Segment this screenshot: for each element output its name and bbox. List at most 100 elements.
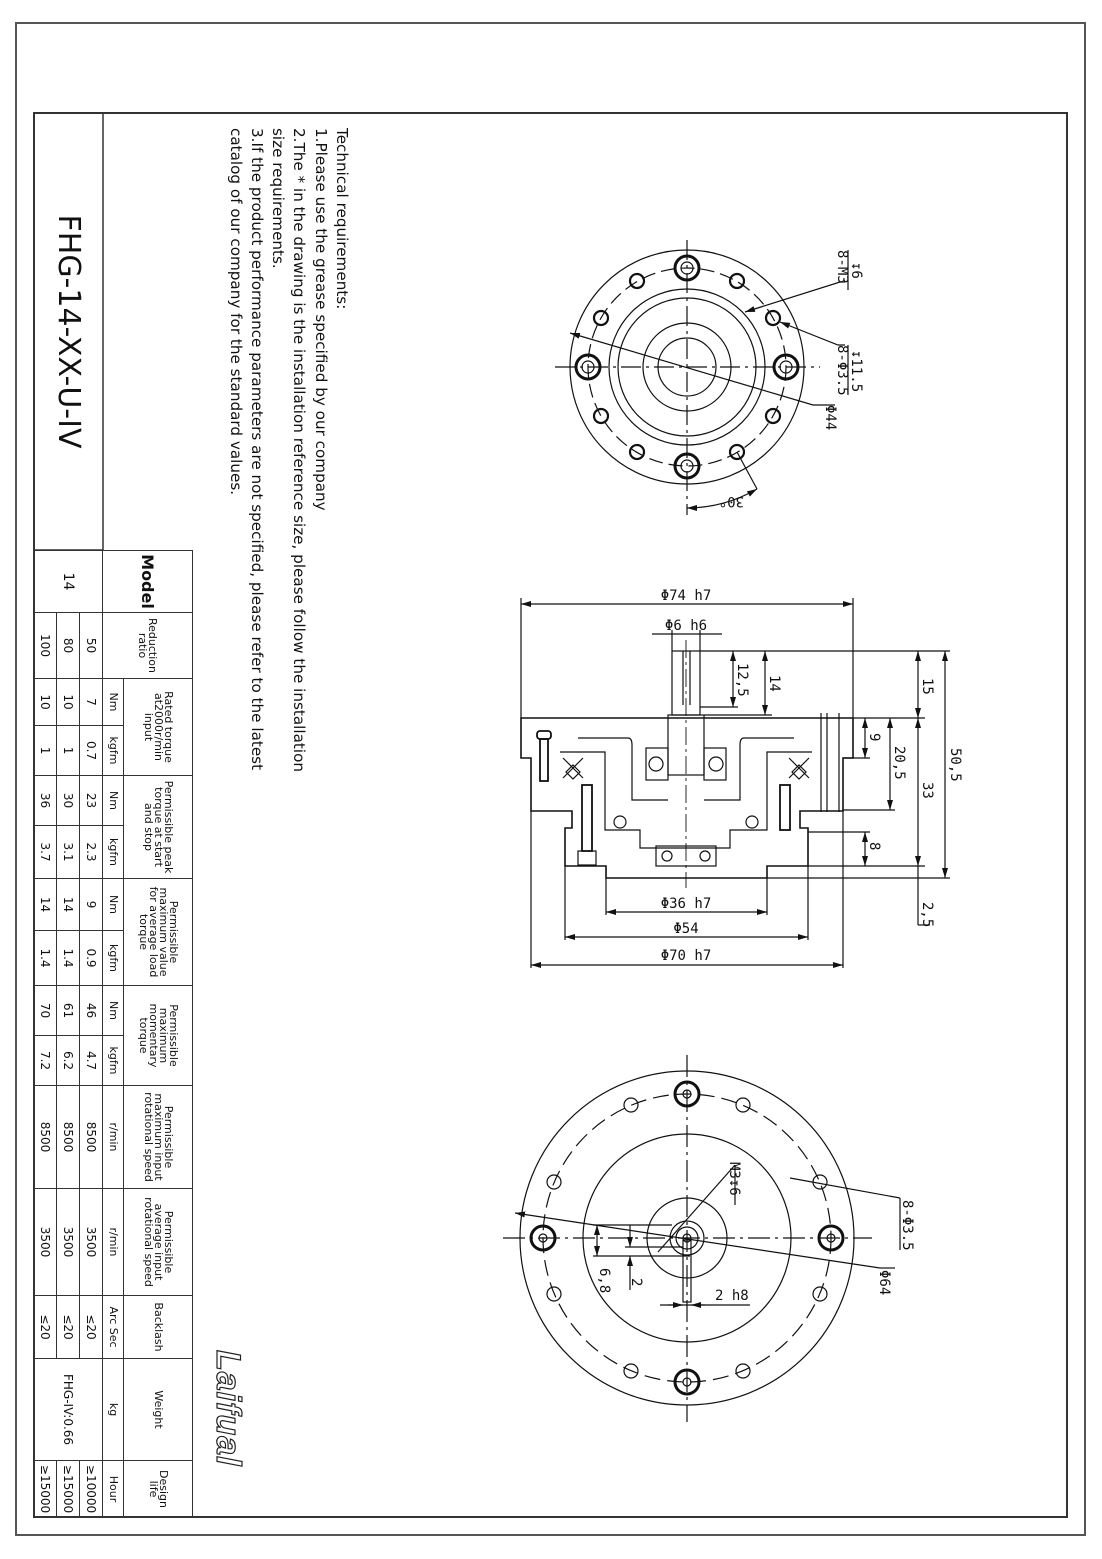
cell-backlash: ≤20: [79, 1295, 103, 1359]
label-depth-6: ↧6: [848, 262, 864, 279]
unit: kgfm: [102, 825, 124, 879]
spec-table: Model Reduction ratio Rated torque at200…: [33, 550, 193, 1518]
bottom-small-holes: [546, 1097, 828, 1379]
cell-peak-kgfm: 3.1: [56, 825, 80, 879]
cell-avg-nm: 14: [56, 878, 80, 931]
header-ratio: Reduction ratio: [102, 612, 193, 679]
cell-mom-nm: 70: [33, 985, 57, 1036]
tech-line: catalog of our company for the standard …: [226, 128, 245, 496]
section-view: [520, 598, 950, 968]
title-block: FHG-14-XX-U-IV: [34, 113, 103, 550]
cell-ratio: 80: [56, 612, 80, 679]
cell-rated-kgfm: 0.7: [79, 725, 103, 776]
section-view-labels: Φ74 h7 Φ6 h6 12,5 14 15 50,5 9 20,5 33 8…: [661, 588, 963, 964]
dim-14: 14: [766, 675, 782, 692]
bottom-view: [503, 1055, 901, 1422]
cell-life: ≥10000: [79, 1460, 103, 1518]
unit: Arc Sec: [102, 1295, 124, 1359]
label-8-d3-5-bottom: 8-Φ3.5: [899, 1200, 915, 1251]
cell-avg-nm: 14: [33, 878, 57, 931]
cell-rated-nm: 7: [79, 678, 103, 726]
unit: r/min: [102, 1188, 124, 1296]
header-weight: Weight: [123, 1358, 193, 1461]
cell-avg-kgfm: 0.9: [79, 930, 103, 986]
label-m3-depth-6: M3↧6: [726, 1162, 742, 1196]
top-small-holes: [592, 272, 782, 461]
dim-d36: Φ36 h7: [661, 896, 712, 912]
drawing-number: FHG-14-XX-U-IV: [51, 214, 86, 449]
unit: Nm: [102, 985, 124, 1036]
unit: r/min: [102, 1085, 124, 1189]
company-logo: Laifual: [208, 1349, 247, 1467]
tech-line: 2.The * in the drawing is the installati…: [290, 128, 309, 773]
cell-peak-nm: 36: [33, 775, 57, 826]
dim-d54: Φ54: [673, 921, 698, 937]
dim-d70: Φ70 h7: [661, 948, 712, 964]
unit: kgfm: [102, 1035, 124, 1086]
cell-peak-nm: 23: [79, 775, 103, 826]
cell-mom-kgfm: 6.2: [56, 1035, 80, 1086]
bottom-bolt-holes: [529, 1080, 845, 1396]
bottom-view-labels: M3↧6 8-Φ3.5 Φ64 6,8 2 2 h8: [596, 1162, 915, 1304]
dim-d74: Φ74 h7: [661, 588, 712, 604]
unit: Nm: [102, 775, 124, 826]
header-avg-load: Permissible maximum value for average lo…: [123, 878, 193, 986]
label-pcd-44: Φ44: [822, 405, 838, 430]
dim-2: 2: [628, 1278, 644, 1286]
cell-max-speed: 8500: [56, 1085, 80, 1189]
cell-avg-kgfm: 1.4: [56, 930, 80, 986]
header-peak: Permissible peak torque at start and sto…: [123, 775, 193, 879]
header-model: Model: [102, 550, 193, 613]
unit: Nm: [102, 878, 124, 931]
header-max-speed: Permissible maximum input rotational spe…: [123, 1085, 193, 1189]
cell-rated-nm: 10: [33, 678, 57, 726]
dim-d6: Φ6 h6: [665, 618, 707, 634]
cell-avg-nm: 9: [79, 878, 103, 931]
cell-peak-kgfm: 3.7: [33, 825, 57, 879]
cell-life: ≥15000: [33, 1460, 57, 1518]
header-backlash: Backlash: [123, 1295, 193, 1359]
cell-peak-nm: 30: [56, 775, 80, 826]
cell-rated-nm: 10: [56, 678, 80, 726]
dim-2-5: 2,5: [919, 902, 935, 927]
cell-rated-kgfm: 1: [56, 725, 80, 776]
cell-max-speed: 8500: [33, 1085, 57, 1189]
sheet-frame: [15, 22, 1086, 1536]
cell-peak-kgfm: 2.3: [79, 825, 103, 879]
cell-avg-speed: 3500: [79, 1188, 103, 1296]
cell-mom-nm: 61: [56, 985, 80, 1036]
cell-mom-nm: 46: [79, 985, 103, 1036]
label-depth-11-5: ↧11.5: [848, 350, 864, 392]
label-8-d3-5: 8-Φ3.5: [834, 345, 850, 396]
cell-avg-speed: 3500: [33, 1188, 57, 1296]
unit: Hour: [102, 1460, 124, 1518]
tech-heading: Technical requirements:: [333, 128, 351, 310]
top-view: [555, 240, 849, 515]
header-avg-speed: Permissible average input rotational spe…: [123, 1188, 193, 1296]
cell-mom-kgfm: 7.2: [33, 1035, 57, 1086]
dim-9: 9: [866, 733, 882, 741]
model-value: 14: [33, 550, 103, 613]
cell-mom-kgfm: 4.7: [79, 1035, 103, 1086]
weight-value: FHG-IV:0.66: [33, 1358, 103, 1461]
tech-line: size requirements.: [269, 128, 288, 269]
top-view-labels: 8-M3 ↧6 8-Φ3.5 ↧11.5 Φ44 30°: [719, 250, 864, 509]
dim-8: 8: [866, 842, 882, 850]
label-angle-30: 30°: [719, 493, 744, 509]
cell-backlash: ≤20: [56, 1295, 80, 1359]
cell-life: ≥15000: [56, 1460, 80, 1518]
dim-2-h8: 2 h8: [715, 1288, 749, 1304]
unit: kgfm: [102, 725, 124, 776]
cell-avg-kgfm: 1.4: [33, 930, 57, 986]
header-momentary: Permissible maximum momentary torque: [123, 985, 193, 1086]
label-8-m3: 8-M3: [834, 250, 850, 284]
cell-backlash: ≤20: [33, 1295, 57, 1359]
cell-avg-speed: 3500: [56, 1188, 80, 1296]
header-row: Model Reduction ratio Rated torque at200…: [102, 550, 193, 1518]
label-pcd-64: Φ64: [876, 1270, 892, 1295]
top-bolt-holes: [574, 254, 800, 480]
unit: kg: [102, 1358, 124, 1461]
dim-50-5: 50,5: [947, 748, 963, 782]
dim-15: 15: [919, 678, 935, 695]
